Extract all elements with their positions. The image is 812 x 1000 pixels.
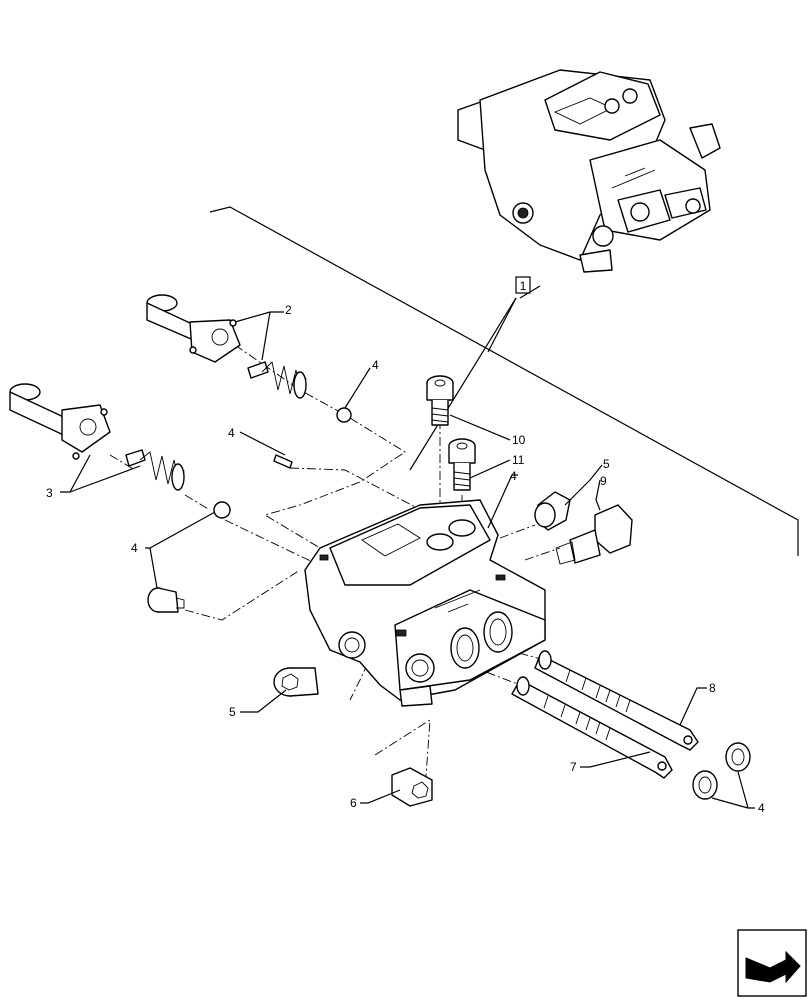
callout-5-left: 5 bbox=[229, 705, 236, 719]
washer-upper bbox=[725, 742, 751, 772]
spring-upper bbox=[247, 361, 307, 399]
callout-3: 3 bbox=[46, 486, 53, 500]
next-page-arrow-icon[interactable] bbox=[737, 929, 807, 997]
bolt-11 bbox=[448, 438, 476, 491]
assembled-valve-illustration bbox=[457, 69, 721, 273]
callout-1: 1 bbox=[520, 279, 527, 293]
callout-4-left: 4 bbox=[131, 541, 138, 555]
callout-11: 11 bbox=[512, 453, 525, 467]
callout-labels: 1 2 3 4 4 4 4 4 5 5 6 7 8 9 10 11 bbox=[46, 276, 765, 815]
spring-lower bbox=[125, 449, 185, 491]
callout-leaders bbox=[60, 311, 755, 809]
callout-2: 2 bbox=[285, 303, 292, 317]
callout-6: 6 bbox=[350, 796, 357, 810]
plug-5-right bbox=[534, 491, 571, 531]
plug-5-left bbox=[273, 667, 319, 697]
pin bbox=[273, 454, 293, 469]
o-ring-upper bbox=[336, 407, 352, 423]
valve-body-illustration bbox=[304, 499, 546, 707]
callout-4-oring-upper: 4 bbox=[372, 358, 379, 372]
bolt-10 bbox=[426, 375, 454, 426]
o-ring-lower bbox=[213, 501, 231, 519]
callout-7: 7 bbox=[570, 760, 577, 774]
spool-housing-lower bbox=[9, 383, 111, 460]
callout-10: 10 bbox=[512, 433, 526, 447]
fitting-9 bbox=[555, 504, 633, 565]
callout-4-washers: 4 bbox=[758, 801, 765, 815]
callout-4-pin: 4 bbox=[228, 426, 235, 440]
callout-5-right: 5 bbox=[603, 457, 610, 471]
callout-8: 8 bbox=[709, 681, 716, 695]
spool-8 bbox=[534, 650, 699, 751]
spool-7 bbox=[511, 676, 673, 779]
plug-6 bbox=[391, 767, 433, 807]
callout-9: 9 bbox=[600, 474, 607, 488]
washer-lower bbox=[692, 770, 718, 800]
callout-box-1 bbox=[515, 276, 531, 294]
plug-4-left bbox=[147, 587, 185, 613]
callout-4-body: 4 bbox=[510, 469, 517, 483]
spool-housing-upper bbox=[146, 294, 241, 363]
